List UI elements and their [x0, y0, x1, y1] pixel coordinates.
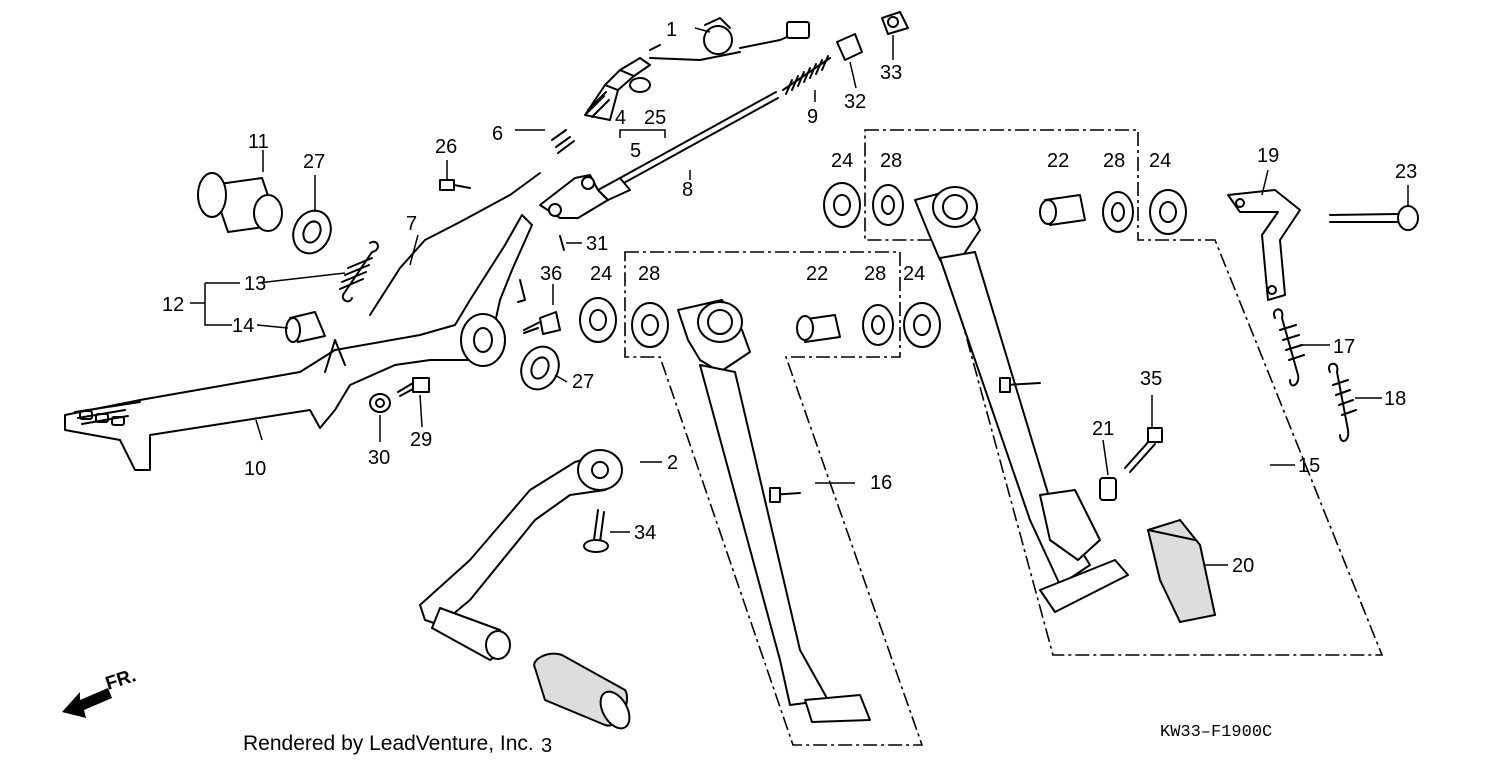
pin-31 — [559, 235, 565, 251]
leader-lines — [190, 27, 1409, 566]
callout-9: 9 — [807, 106, 818, 128]
callout-14: 14 — [232, 315, 254, 337]
front-direction-indicator: FR. — [62, 665, 139, 718]
callout-28d: 28 — [864, 263, 886, 285]
callout-33: 33 — [880, 62, 902, 84]
callout-26: 26 — [435, 136, 457, 158]
bolt-23 — [1329, 205, 1419, 231]
joint-32 — [836, 33, 863, 61]
render-credit: Rendered by LeadVenture, Inc. — [243, 732, 534, 755]
callout-8: 8 — [682, 179, 693, 201]
callout-11: 11 — [248, 131, 269, 153]
callout-28a: 28 — [880, 150, 902, 172]
nut-33 — [881, 11, 909, 35]
bolt-26 — [439, 179, 471, 191]
callout-24c: 24 — [590, 263, 612, 285]
callout-29: 29 — [410, 429, 432, 451]
callout-22a: 22 — [1047, 150, 1069, 172]
callout-28c: 28 — [638, 263, 660, 285]
callout-10: 10 — [244, 458, 266, 480]
shift-lever — [419, 449, 623, 661]
brake-pedal-arm — [64, 214, 533, 471]
front-arrow-icon — [62, 688, 112, 718]
callouts: 1 2 3 4 5 6 7 8 9 10 11 12 13 14 15 16 1… — [162, 19, 1417, 757]
callout-23: 23 — [1395, 161, 1417, 183]
switch-clamp — [703, 17, 810, 55]
spring-9 — [782, 55, 831, 95]
callout-1: 1 — [666, 19, 677, 41]
spring-18 — [1328, 362, 1357, 442]
spring-17 — [1273, 308, 1305, 387]
side-stand-15 — [823, 182, 1187, 613]
bolt-29 — [397, 377, 430, 397]
brake-rod — [369, 172, 541, 316]
callout-18: 18 — [1384, 388, 1406, 410]
bolt-35 — [1124, 427, 1163, 473]
callout-32: 32 — [844, 91, 866, 113]
callout-30: 30 — [368, 447, 390, 469]
callout-20: 20 — [1232, 555, 1254, 577]
callout-25: 25 — [644, 107, 666, 129]
assembly-outline-16 — [624, 251, 924, 746]
callout-13: 13 — [244, 273, 266, 295]
assembly-outline-15 — [864, 129, 1384, 656]
callout-34: 34 — [634, 522, 656, 544]
callout-21: 21 — [1092, 418, 1114, 440]
callout-16: 16 — [870, 472, 892, 494]
callout-3: 3 — [541, 735, 552, 757]
bracket-19 — [1227, 189, 1301, 301]
bolt-34 — [583, 509, 609, 553]
main-stand-16 — [579, 297, 941, 723]
callout-24a: 24 — [831, 150, 853, 172]
bolt-36 — [523, 311, 561, 335]
callout-35: 35 — [1140, 368, 1162, 390]
collar-21 — [1099, 477, 1117, 501]
return-spring-13 — [339, 240, 379, 303]
callout-27b: 27 — [572, 371, 594, 393]
callout-6: 6 — [492, 123, 503, 145]
oil-seal-lower — [520, 345, 560, 391]
callout-2: 2 — [667, 452, 678, 474]
pivot-shaft — [197, 172, 283, 233]
callout-22b: 22 — [806, 263, 828, 285]
callout-28b: 28 — [1103, 150, 1125, 172]
callout-36: 36 — [540, 263, 562, 285]
callout-19: 19 — [1257, 145, 1279, 167]
front-label: FR. — [103, 665, 139, 694]
nut-30 — [369, 393, 391, 413]
callout-7: 7 — [406, 213, 417, 235]
stand-rubber-20 — [1146, 518, 1217, 624]
callout-17: 17 — [1333, 336, 1355, 358]
diagram-code: KW33–F1900C — [1160, 723, 1272, 742]
callout-27a: 27 — [303, 151, 325, 173]
callout-24d: 24 — [903, 263, 925, 285]
callout-5: 5 — [630, 140, 641, 162]
callout-31: 31 — [586, 233, 608, 255]
callout-12: 12 — [162, 294, 184, 316]
callout-24b: 24 — [1149, 150, 1171, 172]
collar-14 — [285, 311, 326, 343]
callout-15: 15 — [1298, 455, 1320, 477]
callout-4: 4 — [615, 107, 626, 129]
oil-seal-upper — [292, 209, 332, 255]
pedal-rubber — [533, 652, 631, 730]
brake-rod-8 — [539, 91, 779, 219]
clip-25 — [629, 77, 651, 93]
stop-switch-assembly — [551, 44, 741, 154]
